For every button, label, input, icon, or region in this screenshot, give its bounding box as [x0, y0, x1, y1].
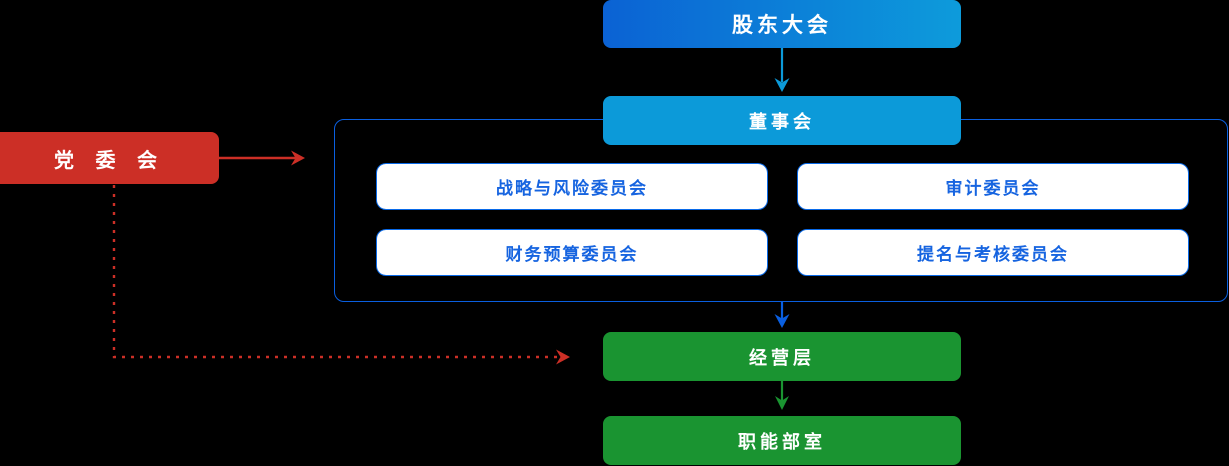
committee-financial-budget[interactable]: 财务预算委员会 — [376, 229, 768, 276]
committee-audit[interactable]: 审计委员会 — [797, 163, 1189, 210]
committee-strategy-and-risk[interactable]: 战略与风险委员会 — [376, 163, 768, 210]
arrow-shareholders-to-board — [774, 48, 790, 92]
arrow-party-to-board-group — [219, 150, 305, 166]
arrow-management-to-departments — [775, 381, 789, 410]
arrow-board-group-to-management — [774, 302, 790, 328]
node-party-committee[interactable]: 党 委 会 — [0, 132, 219, 184]
node-management-layer[interactable]: 经营层 — [603, 332, 961, 381]
node-board-of-directors[interactable]: 董事会 — [603, 96, 961, 145]
node-functional-departments[interactable]: 职能部室 — [603, 416, 961, 465]
node-shareholders-meeting[interactable]: 股东大会 — [603, 0, 961, 48]
committee-nomination-and-appraisal[interactable]: 提名与考核委员会 — [797, 229, 1189, 276]
